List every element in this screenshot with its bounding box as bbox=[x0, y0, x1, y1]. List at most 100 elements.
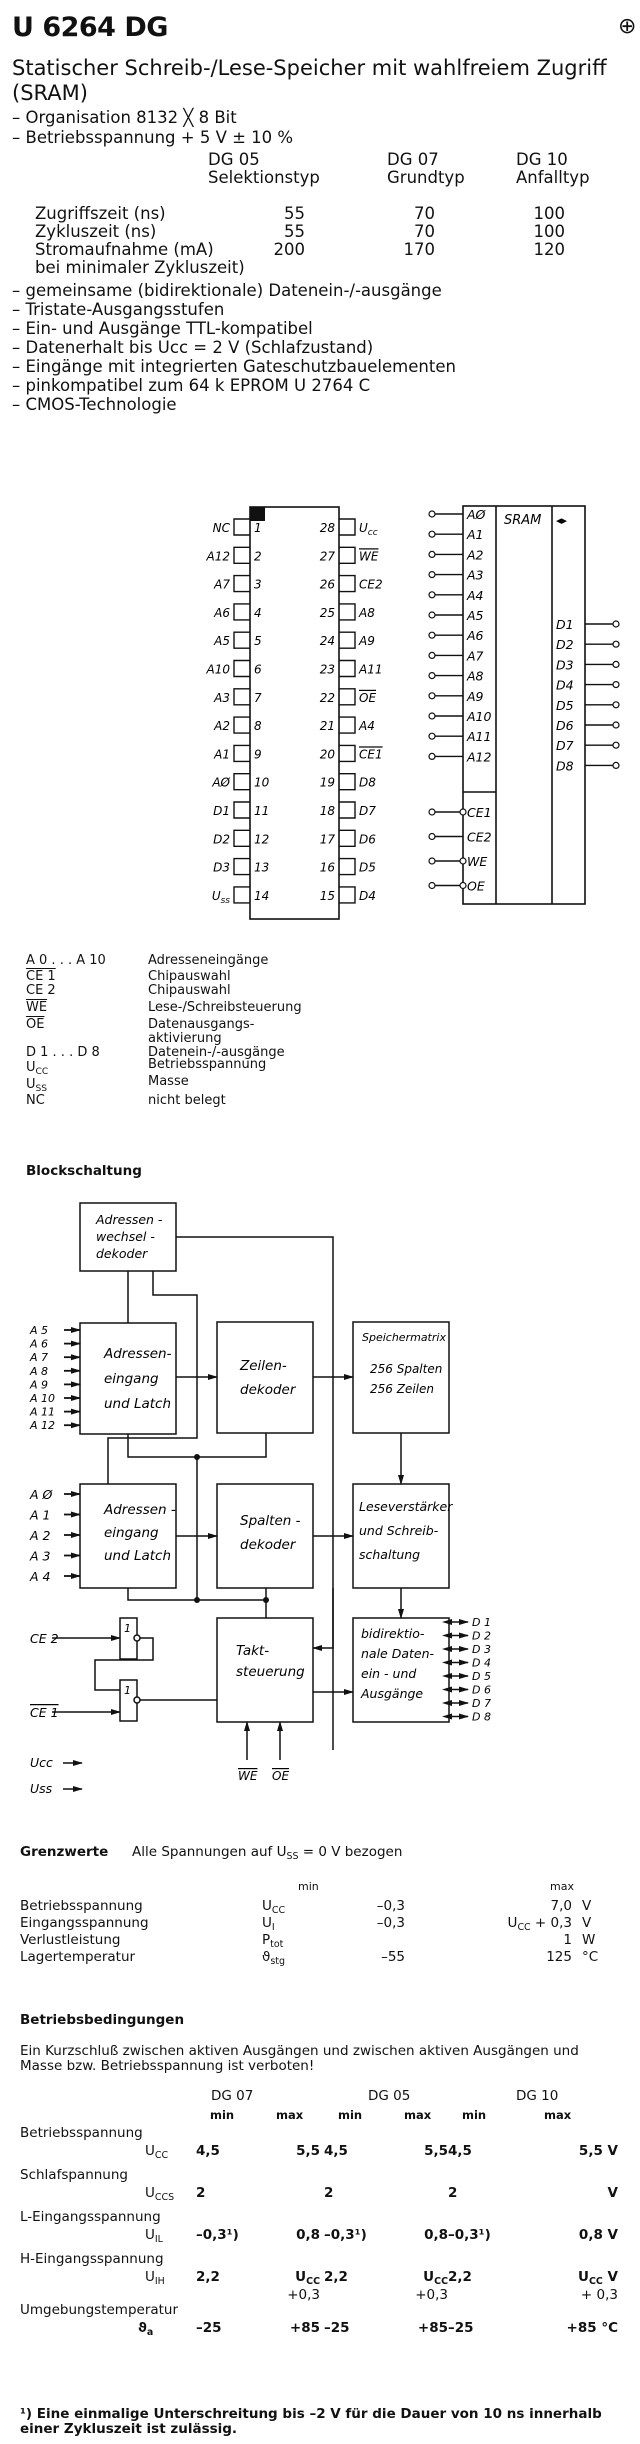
limit-symbol: UCC bbox=[262, 1898, 286, 1916]
legend-symbol: CE 2 bbox=[26, 983, 56, 998]
junction-dot bbox=[194, 1454, 200, 1460]
pin-left: 9A1 bbox=[213, 744, 262, 763]
pin-number: 23 bbox=[320, 663, 335, 677]
pin-label: A6 bbox=[466, 628, 484, 643]
address-input-label: A 8 bbox=[29, 1365, 48, 1378]
terminal-circle-icon bbox=[428, 651, 436, 659]
row-label: Stromaufnahme (mA) bbox=[35, 240, 214, 259]
address-input-label: A 12 bbox=[29, 1419, 55, 1432]
operating-value: UCC V bbox=[578, 2269, 618, 2287]
pin-pad bbox=[233, 688, 250, 706]
pin-number: 8 bbox=[254, 719, 262, 733]
legend-desc: Chipauswahl bbox=[148, 969, 231, 984]
operating-symbol: UCC bbox=[145, 2143, 169, 2161]
legend-desc: Chipauswahl bbox=[148, 983, 231, 998]
variant-code: DG 07 bbox=[387, 150, 439, 169]
symbol-data-pin: D5 bbox=[556, 698, 620, 713]
block-label: Leseverstärker bbox=[359, 1499, 453, 1514]
pin-left: 7A3 bbox=[213, 688, 262, 706]
limit-unit: W bbox=[582, 1932, 596, 1948]
ic-body bbox=[249, 506, 340, 920]
clock-control-block bbox=[216, 1617, 314, 1723]
block-label: Speichermatrix bbox=[362, 1331, 446, 1344]
data-output-label: D 6 bbox=[472, 1684, 491, 1697]
variants-note: bei minimaler Zykluszeit) bbox=[35, 258, 245, 277]
pin-pad bbox=[233, 773, 250, 791]
operating-value: 2 bbox=[196, 2185, 206, 2201]
block-label: dekoder bbox=[96, 1246, 148, 1261]
terminal-circle-icon bbox=[428, 550, 436, 559]
block-diagram: Adressen -wechsel -dekoderAdressen-einga… bbox=[29, 1202, 491, 1796]
pin-number: 1 bbox=[254, 521, 262, 535]
pin-label: AØ bbox=[466, 507, 487, 522]
cell: 55 bbox=[284, 204, 305, 223]
cell: 120 bbox=[533, 240, 566, 259]
symbol-address-pin: A4 bbox=[428, 588, 484, 603]
block-label: und Schreib- bbox=[359, 1523, 439, 1538]
operating-warning: Ein Kurzschluß zwischen aktiven Ausgänge… bbox=[20, 2043, 579, 2074]
pin-pad bbox=[233, 829, 250, 847]
operating-param: Umgebungstemperatur bbox=[20, 2302, 179, 2318]
operating-value: 4,5 bbox=[324, 2143, 348, 2159]
pin-pad bbox=[339, 773, 356, 791]
operating-value: 4,5 bbox=[448, 2143, 472, 2159]
pin-pad bbox=[233, 801, 250, 819]
pin-pad bbox=[339, 631, 356, 649]
address-input-label: A 3 bbox=[29, 1549, 51, 1564]
pin-label: A7 bbox=[466, 648, 484, 663]
pin-pad bbox=[233, 857, 250, 876]
block-label: Adressen - bbox=[103, 1502, 176, 1518]
pin-number: 6 bbox=[254, 663, 262, 677]
legend-symbol: UCC bbox=[26, 1060, 49, 1077]
terminal-circle-icon bbox=[612, 681, 620, 689]
pin-name: D2 bbox=[213, 832, 230, 846]
cell: 70 bbox=[414, 204, 435, 223]
pin-number: 5 bbox=[254, 634, 262, 648]
pin-number: 10 bbox=[254, 776, 270, 790]
variant-group-header: DG 07 bbox=[211, 2088, 254, 2104]
pin-number: 16 bbox=[320, 861, 336, 875]
pin-name: D1 bbox=[213, 804, 230, 818]
operating-value: UCC bbox=[295, 2269, 320, 2287]
pin-pad bbox=[233, 744, 250, 763]
block-label: Zeilen- bbox=[239, 1358, 287, 1374]
pin-number: 14 bbox=[254, 889, 269, 903]
operating-param: L-Eingangsspannung bbox=[20, 2209, 161, 2225]
terminal-circle-icon bbox=[428, 530, 436, 538]
address-input-label: A Ø bbox=[29, 1487, 54, 1502]
operating-value: V bbox=[607, 2185, 618, 2201]
limit-max: 7,0 bbox=[550, 1898, 572, 1914]
operating-value: 4,5 bbox=[196, 2143, 220, 2159]
operating-value-extra: +0,3 bbox=[287, 2287, 320, 2303]
pin-pad bbox=[233, 659, 250, 678]
pin-label: D8 bbox=[556, 758, 574, 773]
operating-value: +85 bbox=[289, 2320, 320, 2336]
address-input-label: A 11 bbox=[29, 1406, 55, 1419]
block-diagram-heading: Blockschaltung bbox=[26, 1163, 142, 1179]
ucc-label: Ucc bbox=[30, 1755, 53, 1770]
operating-param: Betriebsspannung bbox=[20, 2125, 143, 2141]
col-min: min bbox=[298, 1880, 319, 1893]
symbol-address-pin: A3 bbox=[428, 568, 484, 583]
terminal-circle-icon bbox=[612, 660, 620, 668]
cell: 200 bbox=[273, 240, 306, 259]
legend-symbol: OE bbox=[26, 1017, 45, 1032]
oe-label: OE bbox=[272, 1769, 289, 1783]
operating-symbol: ϑa bbox=[138, 2320, 154, 2338]
pin-name: A2 bbox=[213, 719, 230, 733]
pin-name: A4 bbox=[358, 719, 375, 733]
symbol-control-pin: WE bbox=[428, 854, 487, 869]
operating-value: –0,3¹) bbox=[448, 2227, 491, 2243]
pin-number: 27 bbox=[320, 549, 336, 563]
pin-number: 21 bbox=[320, 719, 335, 733]
subtitle: Statischer Schreib-/Lese-Speicher mit wa… bbox=[12, 56, 607, 105]
pin-number: 28 bbox=[320, 521, 336, 535]
pin-name: A7 bbox=[213, 578, 230, 592]
